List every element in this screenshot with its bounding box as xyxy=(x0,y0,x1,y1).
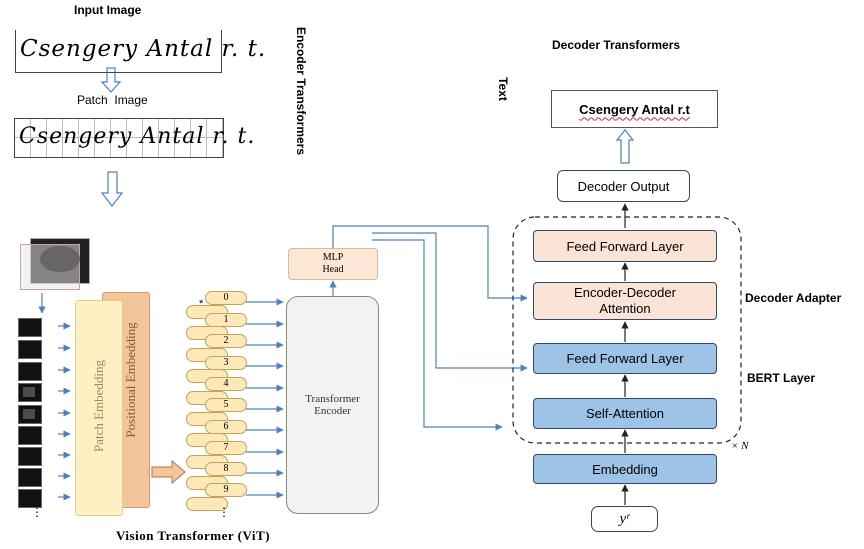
decoder-adapter-label: Decoder Adapter xyxy=(745,291,842,305)
hollow-arrow-down-2 xyxy=(100,171,124,207)
mlp-head-box: MLP Head xyxy=(288,248,378,280)
feed-forward-bottom-label: Feed Forward Layer xyxy=(566,351,684,366)
input-image-title: Input Image xyxy=(74,3,142,17)
token-2: 2 xyxy=(205,334,247,348)
token-7: 7 xyxy=(205,441,247,455)
patch-ellipsis: ⋮ xyxy=(31,505,43,519)
token-9: 9 xyxy=(205,483,247,497)
handwriting-text: Csengery Antal r. t. xyxy=(20,36,267,62)
token-3: 3 xyxy=(205,356,247,370)
self-attention-box: Self-Attention xyxy=(533,398,717,429)
decoder-block-container xyxy=(512,216,742,444)
patch-embedding-block xyxy=(75,300,123,516)
feature-cube xyxy=(16,234,96,290)
self-attention-label: Self-Attention xyxy=(585,406,665,421)
decoder-output-label: Decoder Output xyxy=(577,178,670,194)
input-token-box: yʳ xyxy=(591,506,658,532)
feed-forward-top-box: Feed Forward Layer xyxy=(533,230,717,262)
patch-image: Csengery Antal r. t. xyxy=(14,118,254,158)
cls-marker: * xyxy=(199,298,204,310)
decoder-output-box: Decoder Output xyxy=(557,170,690,202)
token-6: 6 xyxy=(205,420,247,434)
mlp-head-label: MLP Head xyxy=(322,252,344,275)
token-0: 0 xyxy=(205,291,247,305)
feed-forward-bottom-box: Feed Forward Layer xyxy=(533,343,717,374)
token-9-emb xyxy=(186,497,228,511)
embedding-arrow xyxy=(151,459,186,485)
token-5: 5 xyxy=(205,398,247,412)
embedding-box: Embedding xyxy=(533,454,717,484)
patch-embedding-label: Patch Embedding xyxy=(91,359,106,453)
transformer-encoder-label: Transformer Encoder xyxy=(305,393,360,417)
encoder-decoder-connections xyxy=(332,225,528,431)
input-token-label: yʳ xyxy=(619,510,630,527)
token-ellipsis: ⋮ xyxy=(218,505,230,519)
decoder-transformers-title: Decoder Transformers xyxy=(552,38,681,52)
embedding-label: Embedding xyxy=(592,461,658,477)
bert-layer-label: BERT Layer xyxy=(747,371,816,385)
times-n-label: × N xyxy=(731,440,749,452)
patch-image-label: Patch Image xyxy=(77,93,148,107)
transformer-encoder-box: Transformer Encoder xyxy=(286,296,379,514)
encoder-transformers-label: Encoder Transformers xyxy=(294,26,308,156)
patch-handwriting-text: Csengery Antal r. t. xyxy=(19,124,256,149)
enc-dec-attention-box: Encoder-Decoder Attention xyxy=(533,282,717,320)
vit-caption: Vision Transformer (ViT) xyxy=(116,528,271,543)
token-arrows xyxy=(246,298,284,499)
token-8: 8 xyxy=(205,462,247,476)
token-4: 4 xyxy=(205,377,247,391)
output-text: Csengery Antal r.t xyxy=(579,101,690,117)
feed-forward-top-label: Feed Forward Layer xyxy=(566,238,684,254)
enc-dec-attention-label: Encoder-Decoder Attention xyxy=(574,285,676,316)
patch-arrows xyxy=(58,322,71,501)
text-label: Text xyxy=(496,77,510,101)
output-text-box: Csengery Antal r.t xyxy=(551,90,718,128)
hollow-arrow-down-1 xyxy=(100,67,122,93)
hollow-arrow-up xyxy=(615,129,635,164)
input-handwriting-image: Csengery Antal r. t. xyxy=(15,30,265,73)
positional-embedding-label: Positional Embedding xyxy=(123,322,138,438)
token-1: 1 xyxy=(205,313,247,327)
